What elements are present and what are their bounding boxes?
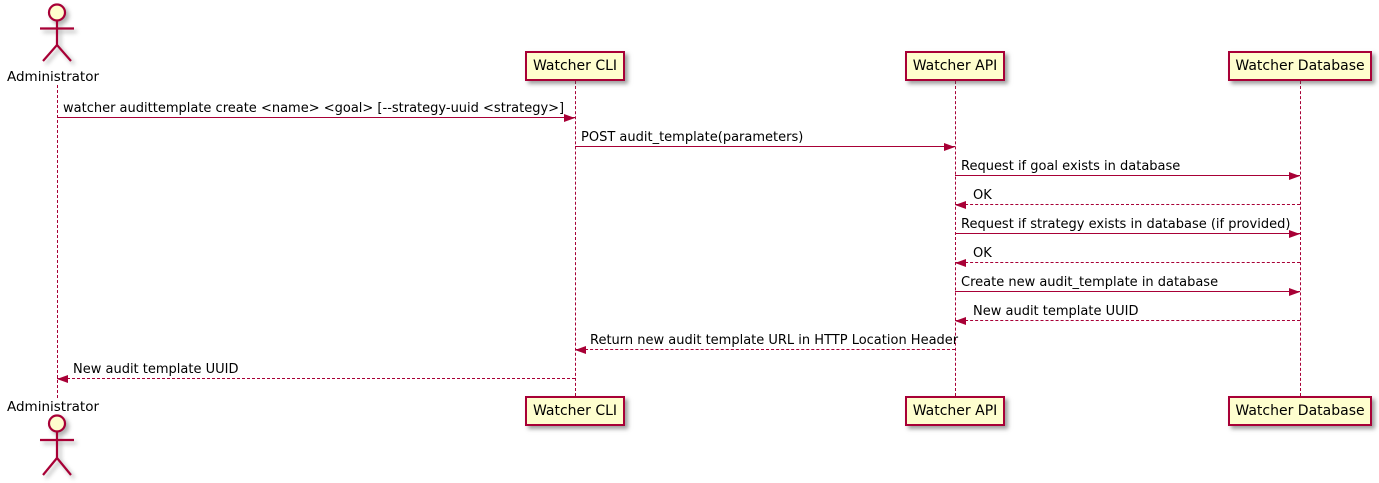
participant-watcher-api-top: Watcher API <box>905 51 1005 81</box>
message-request-strategy-exists: Request if strategy exists in database (… <box>955 212 1300 238</box>
administrator-actor-icon <box>40 414 74 476</box>
participant-label: Watcher API <box>912 58 998 74</box>
message-line <box>575 349 955 350</box>
arrowhead-right-icon <box>1289 172 1300 180</box>
participant-watcher-api-bottom: Watcher API <box>905 396 1005 426</box>
message-label: Request if goal exists in database <box>961 159 1181 174</box>
message-return-url-location-header: Return new audit template URL in HTTP Lo… <box>575 328 959 354</box>
arrowhead-left-icon <box>575 346 586 354</box>
message-label: Create new audit_template in database <box>961 275 1219 290</box>
arrowhead-left-icon <box>955 317 966 325</box>
message-new-uuid-to-admin: New audit template UUID <box>57 357 575 383</box>
message-cli-create: watcher audittemplate create <name> <goa… <box>57 96 575 122</box>
message-line <box>955 291 1300 292</box>
arrowhead-left-icon <box>955 259 966 267</box>
lifeline-watcher-api <box>955 81 956 396</box>
message-new-uuid-to-api: New audit template UUID <box>955 299 1300 325</box>
arrowhead-right-icon <box>564 114 575 122</box>
arrowhead-left-icon <box>955 201 966 209</box>
message-line <box>955 262 1300 263</box>
administrator-actor-icon <box>40 3 74 62</box>
message-label: POST audit_template(parameters) <box>581 130 804 145</box>
participant-watcher-database-top: Watcher Database <box>1228 51 1372 81</box>
message-line <box>955 204 1300 205</box>
message-strategy-ok: OK <box>955 241 1300 267</box>
message-label: OK <box>973 188 992 203</box>
message-create-audit-template: Create new audit_template in database <box>955 270 1300 296</box>
arrowhead-right-icon <box>1289 230 1300 238</box>
arrowhead-right-icon <box>944 143 955 151</box>
message-line <box>955 233 1300 234</box>
message-line <box>955 175 1300 176</box>
participant-watcher-cli-bottom: Watcher CLI <box>525 396 625 426</box>
participant-watcher-cli-top: Watcher CLI <box>525 51 625 81</box>
participant-label: Watcher Database <box>1235 58 1365 74</box>
lifeline-watcher-database <box>1300 81 1301 396</box>
message-label: watcher audittemplate create <name> <goa… <box>63 101 565 116</box>
participant-label: Watcher CLI <box>532 403 618 419</box>
administrator-label-bottom: Administrator <box>6 399 100 415</box>
message-line <box>57 378 575 379</box>
administrator-label-top: Administrator <box>6 69 100 85</box>
message-label: New audit template UUID <box>973 304 1139 319</box>
message-line <box>955 320 1300 321</box>
participant-label: Watcher Database <box>1235 403 1365 419</box>
message-label: New audit template UUID <box>73 362 239 377</box>
participant-label: Watcher CLI <box>532 58 618 74</box>
participant-label: Watcher API <box>912 403 998 419</box>
message-request-goal-exists: Request if goal exists in database <box>955 154 1300 180</box>
arrowhead-left-icon <box>57 375 68 383</box>
message-goal-ok: OK <box>955 183 1300 209</box>
participant-watcher-database-bottom: Watcher Database <box>1228 396 1372 426</box>
message-label: OK <box>973 246 992 261</box>
lifeline-administrator <box>57 85 58 398</box>
message-label: Request if strategy exists in database (… <box>961 217 1291 232</box>
message-label: Return new audit template URL in HTTP Lo… <box>590 333 959 348</box>
lifeline-watcher-cli <box>575 81 576 396</box>
message-post-audit-template: POST audit_template(parameters) <box>575 125 955 151</box>
arrowhead-right-icon <box>1289 288 1300 296</box>
message-line <box>575 146 955 147</box>
message-line <box>57 117 575 118</box>
